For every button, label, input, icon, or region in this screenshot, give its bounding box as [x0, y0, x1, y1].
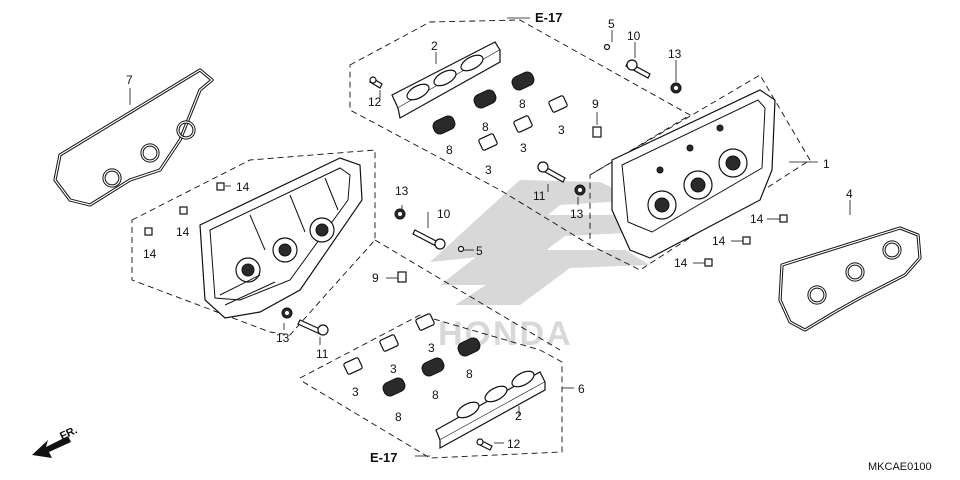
callout-13-a: 13 — [668, 47, 682, 61]
callout-8-e: 8 — [432, 388, 439, 402]
callout-8-b: 8 — [482, 120, 489, 134]
head-cover-1 — [611, 89, 776, 259]
gasket-4 — [778, 226, 922, 332]
callout-3-f: 3 — [352, 385, 359, 399]
direction-label: FR. — [58, 424, 79, 442]
callout-8-d: 8 — [466, 367, 473, 381]
callout-14-a: 14 — [236, 180, 250, 194]
callout-11-b: 11 — [316, 347, 329, 361]
ref-e17-top: E-17 — [535, 10, 562, 25]
rail-2-bottom — [435, 370, 546, 450]
callout-2-top: 2 — [431, 39, 438, 53]
callout-12-b: 12 — [507, 437, 521, 451]
callout-8-c: 8 — [446, 143, 453, 157]
honda-wing-watermark: HONDA — [430, 180, 650, 353]
callout-3-e: 3 — [390, 362, 397, 376]
callout-14-e: 14 — [712, 234, 726, 248]
callout-12-a: 12 — [368, 95, 382, 109]
callout-labels: 1 2 2 3 3 3 3 3 3 4 5 5 6 7 8 8 8 8 8 8 … — [126, 17, 853, 451]
callout-5-b: 5 — [476, 244, 483, 258]
callout-1: 1 — [823, 157, 830, 171]
fasteners — [144, 43, 788, 451]
callout-13-c: 13 — [395, 184, 409, 198]
callout-3-c: 3 — [485, 163, 492, 177]
callout-13-b: 13 — [570, 207, 584, 221]
callout-14-c: 14 — [143, 247, 157, 261]
callout-14-b: 14 — [176, 225, 190, 239]
callout-8-f: 8 — [395, 410, 402, 424]
front-direction-arrow: FR. — [32, 424, 79, 458]
callout-7: 7 — [126, 73, 133, 87]
callout-5-a: 5 — [608, 17, 615, 31]
callout-10-a: 10 — [627, 29, 641, 43]
callout-14-f: 14 — [674, 256, 688, 270]
diagram-code: MKCAE0100 — [868, 461, 932, 473]
ref-e17-bottom: E-17 — [370, 450, 397, 465]
callout-13-d: 13 — [276, 331, 290, 345]
rail-2-top — [391, 41, 501, 119]
callout-10-b: 10 — [437, 207, 451, 221]
gasket-7 — [53, 68, 214, 207]
callout-11-a: 11 — [533, 189, 546, 203]
callout-2-bottom: 2 — [515, 409, 522, 423]
callout-3-d: 3 — [428, 341, 435, 355]
plugs-3 — [343, 95, 568, 375]
callout-3-a: 3 — [558, 123, 565, 137]
callout-8-a: 8 — [519, 97, 526, 111]
callout-4: 4 — [846, 187, 853, 201]
seals-8 — [382, 71, 535, 397]
callout-9-b: 9 — [372, 271, 379, 285]
head-cover-left — [199, 157, 363, 319]
callout-6: 6 — [578, 382, 585, 396]
assembly-boundaries — [131, 19, 811, 459]
callout-9-a: 9 — [592, 97, 599, 111]
callout-3-b: 3 — [520, 141, 527, 155]
callout-14-d: 14 — [750, 212, 764, 226]
leader-lines — [129, 17, 851, 457]
